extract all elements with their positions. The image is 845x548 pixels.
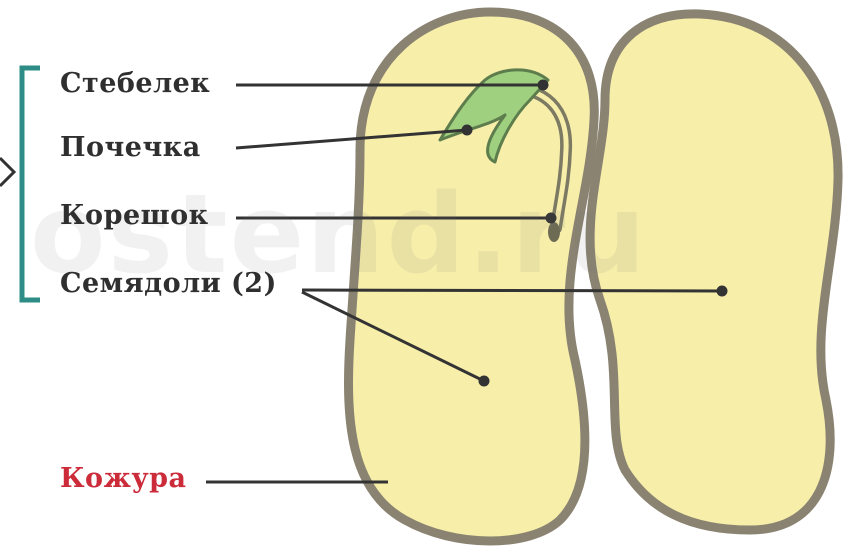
- label-seed-coat: Кожура: [60, 463, 187, 494]
- left-cotyledon: [349, 12, 595, 541]
- label-root: Корешок: [60, 200, 209, 231]
- right-cotyledon: [590, 14, 838, 530]
- bracket-arrow: [0, 158, 14, 186]
- pointer-cotyledon-right: [302, 290, 722, 291]
- radicle-tip: [548, 222, 560, 242]
- label-bracket: [22, 68, 40, 300]
- label-bud: Почечка: [60, 132, 201, 163]
- label-cotyledons: Семядоли (2): [60, 268, 277, 299]
- label-stem: Стебелек: [60, 68, 210, 99]
